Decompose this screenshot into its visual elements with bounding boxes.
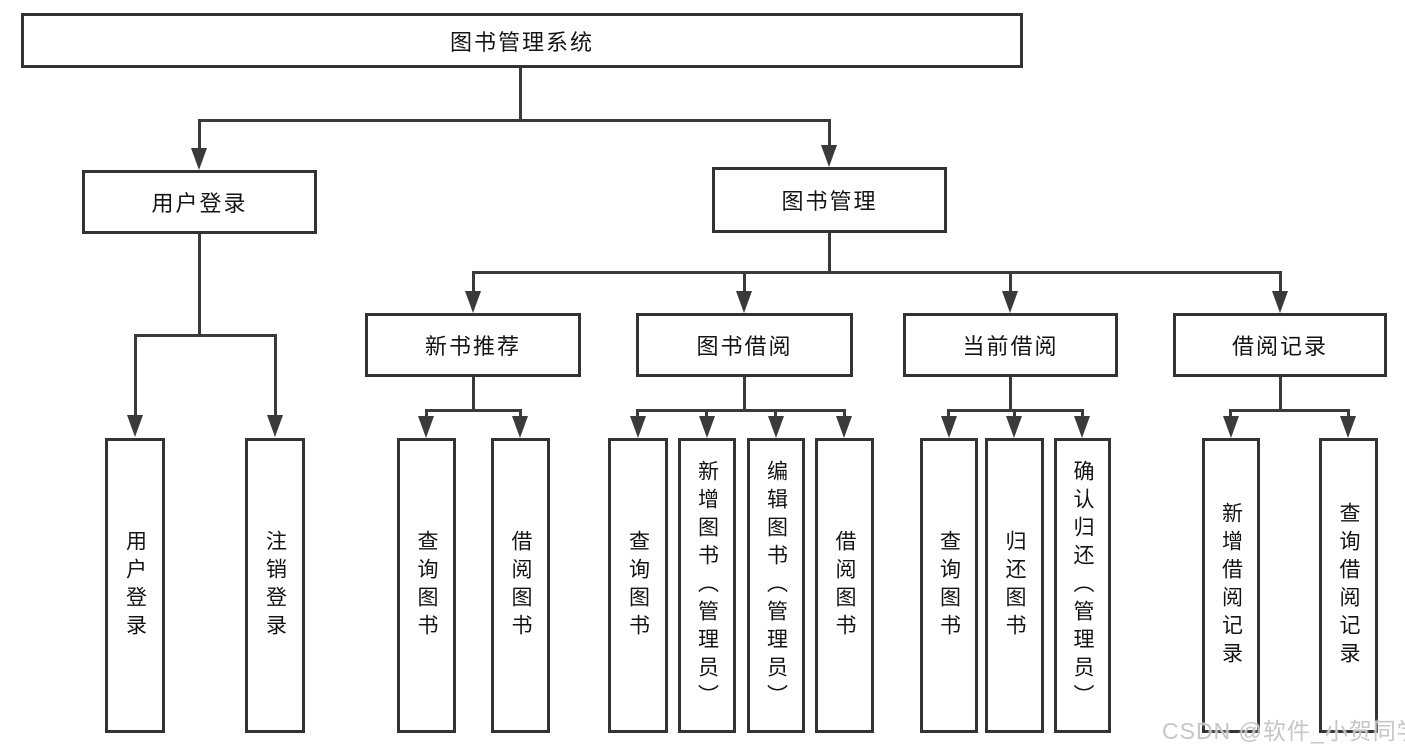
leaf-query-books-1: 查询图书 xyxy=(397,438,456,733)
connector-line xyxy=(519,68,522,121)
leaf-edit-books-admin: 编辑图书（管理员） xyxy=(747,438,805,733)
leaf-return-books-label: 归还图书 xyxy=(1003,529,1026,642)
node-root-label: 图书管理系统 xyxy=(449,29,594,55)
arrow-down-icon xyxy=(941,416,957,438)
leaf-return-books: 归还图书 xyxy=(985,438,1044,733)
connector-line xyxy=(1230,409,1350,412)
connector-line xyxy=(948,409,1084,412)
connector-line xyxy=(947,409,950,419)
arrow-down-icon xyxy=(1223,416,1239,438)
connector-line xyxy=(828,119,831,147)
connector-line xyxy=(743,377,746,412)
connector-line xyxy=(472,271,475,293)
arrow-down-icon xyxy=(1002,291,1018,313)
connector-line xyxy=(1009,377,1012,412)
connector-line xyxy=(636,409,639,419)
leaf-borrow-books-2: 借阅图书 xyxy=(815,438,874,733)
arrow-down-icon xyxy=(1074,416,1090,438)
arrow-down-icon xyxy=(699,416,715,438)
node-book-borrow-label: 图书借阅 xyxy=(696,334,793,359)
connector-line xyxy=(843,409,846,419)
node-new-book-recommend-label: 新书推荐 xyxy=(424,334,521,359)
connector-line xyxy=(1009,271,1012,293)
node-new-book-recommend: 新书推荐 xyxy=(365,313,581,377)
arrow-down-icon xyxy=(465,291,481,313)
connector-line xyxy=(774,409,777,419)
connector-line xyxy=(1279,377,1282,412)
node-root: 图书管理系统 xyxy=(21,13,1023,68)
connector-line xyxy=(1081,409,1084,419)
arrow-down-icon xyxy=(127,415,143,437)
connector-line xyxy=(519,409,522,419)
leaf-user-login-label: 用户登录 xyxy=(123,529,147,642)
leaf-query-books-2-label: 查询图书 xyxy=(626,529,650,642)
connector-line xyxy=(743,271,746,293)
connector-line xyxy=(705,409,708,419)
leaf-query-borrow-record-label: 查询借阅记录 xyxy=(1337,501,1360,670)
arrow-down-icon xyxy=(512,416,528,438)
leaf-user-login: 用户登录 xyxy=(105,438,165,733)
leaf-add-books-admin-label: 新增图书（管理员） xyxy=(695,459,719,712)
connector-line xyxy=(637,409,846,412)
node-user-login-label: 用户登录 xyxy=(151,191,248,216)
arrow-down-icon xyxy=(1006,416,1022,438)
arrow-down-icon xyxy=(836,416,852,438)
connector-line xyxy=(1229,409,1232,419)
node-borrow-records: 借阅记录 xyxy=(1173,313,1387,377)
connector-line xyxy=(198,119,831,122)
leaf-query-books-1-label: 查询图书 xyxy=(415,529,438,642)
node-book-borrow: 图书借阅 xyxy=(636,313,853,377)
node-book-management-label: 图书管理 xyxy=(781,189,878,214)
leaf-borrow-books-1-label: 借阅图书 xyxy=(509,529,532,642)
connector-line xyxy=(1013,409,1016,419)
node-current-borrow-label: 当前借阅 xyxy=(962,334,1059,359)
node-book-management: 图书管理 xyxy=(712,167,947,233)
arrow-down-icon xyxy=(821,145,837,167)
connector-line xyxy=(426,409,522,412)
leaf-query-borrow-record: 查询借阅记录 xyxy=(1319,438,1378,733)
connector-line xyxy=(198,119,201,150)
connector-line xyxy=(828,233,831,274)
leaf-add-borrow-record-label: 新增借阅记录 xyxy=(1219,501,1243,670)
leaf-query-books-2: 查询图书 xyxy=(608,438,668,733)
connector-line xyxy=(1347,409,1350,419)
connector-line xyxy=(274,334,277,417)
csdn-watermark: CSDN @软件_小贺同学 xyxy=(1162,718,1405,744)
leaf-borrow-books-2-label: 借阅图书 xyxy=(833,529,856,642)
connector-line xyxy=(472,271,1281,274)
connector-line xyxy=(198,234,201,337)
arrow-down-icon xyxy=(418,416,434,438)
connector-line xyxy=(425,409,428,419)
connector-line xyxy=(134,334,137,417)
leaf-query-books-3-label: 查询图书 xyxy=(937,529,961,642)
leaf-confirm-return-admin: 确认归还（管理员） xyxy=(1054,438,1111,733)
arrow-down-icon xyxy=(1272,291,1288,313)
arrow-down-icon xyxy=(267,415,283,437)
node-current-borrow: 当前借阅 xyxy=(903,313,1118,377)
arrow-down-icon xyxy=(736,291,752,313)
arrow-down-icon xyxy=(630,416,646,438)
node-borrow-records-label: 借阅记录 xyxy=(1231,334,1328,359)
leaf-add-books-admin: 新增图书（管理员） xyxy=(678,438,736,733)
leaf-query-books-3: 查询图书 xyxy=(920,438,978,733)
leaf-logout-label: 注销登录 xyxy=(263,529,287,642)
leaf-logout: 注销登录 xyxy=(245,438,305,733)
arrow-down-icon xyxy=(191,148,207,170)
arrow-down-icon xyxy=(1340,416,1356,438)
leaf-confirm-return-admin-label: 确认归还（管理员） xyxy=(1071,459,1094,712)
leaf-edit-books-admin-label: 编辑图书（管理员） xyxy=(764,459,788,712)
node-user-login: 用户登录 xyxy=(82,170,317,234)
leaf-add-borrow-record: 新增借阅记录 xyxy=(1202,438,1260,733)
connector-line xyxy=(472,377,475,412)
leaf-borrow-books-1: 借阅图书 xyxy=(491,438,550,733)
connector-line xyxy=(1279,271,1282,293)
arrow-down-icon xyxy=(768,416,784,438)
connector-line xyxy=(134,334,277,337)
